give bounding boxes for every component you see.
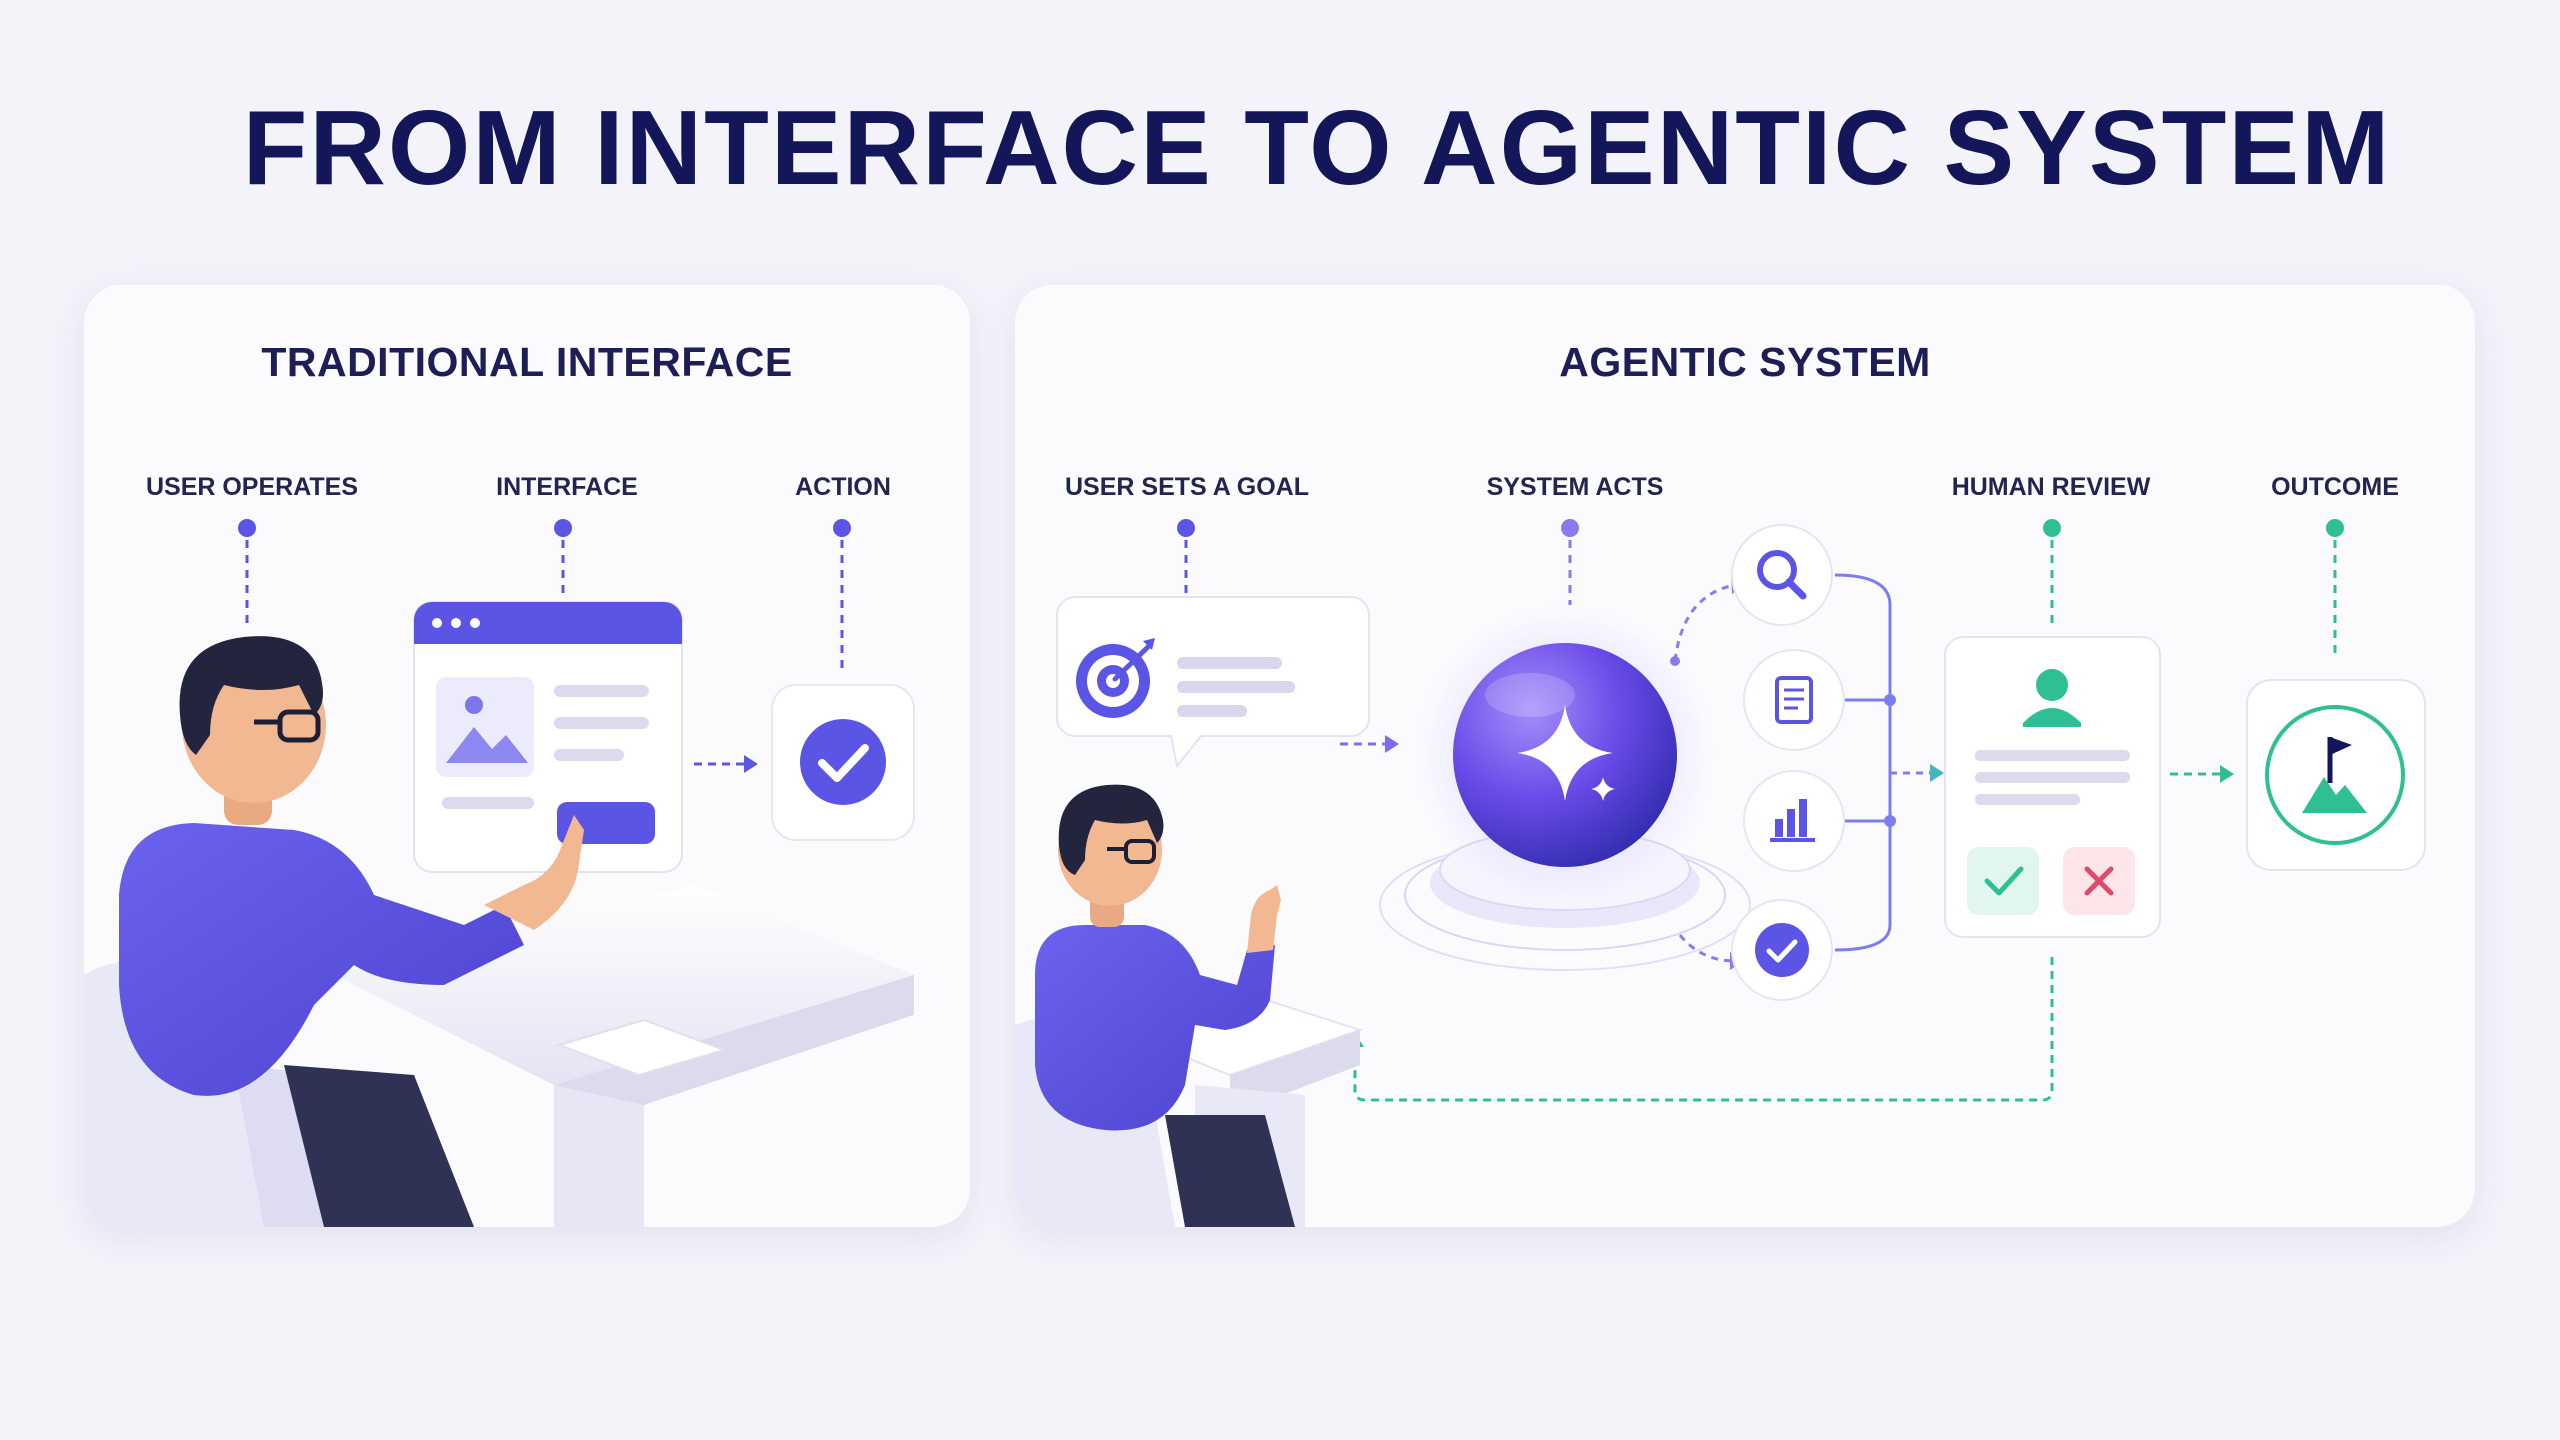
- bar-chart-icon: [1770, 799, 1815, 842]
- step-label-user-operates: USER OPERATES: [145, 473, 359, 501]
- document-icon: [1775, 676, 1813, 724]
- arrow-goal-to-system: [1340, 735, 1399, 753]
- sparkle-icon: [1517, 705, 1613, 801]
- agentic-system-panel: AGENTIC SYSTEM USER SETS A GOAL SYSTEM A…: [1015, 285, 2475, 1227]
- step-connector-user: [238, 519, 256, 625]
- target-goal-icon: [1076, 638, 1155, 718]
- agentic-panel-title: AGENTIC SYSTEM: [1559, 339, 1931, 385]
- check-icon: [800, 719, 886, 805]
- step-connector-system: [1561, 519, 1579, 605]
- traditional-diagram: [84, 519, 915, 1227]
- reject-x-icon: [2063, 847, 2135, 915]
- user-avatar-icon: [2023, 669, 2081, 727]
- tool-search: [1731, 524, 1833, 626]
- person-illustration: [1035, 784, 1295, 1227]
- search-icon: [1757, 550, 1807, 600]
- step-label-outcome: OUTCOME: [2271, 473, 2399, 501]
- image-placeholder-icon: [446, 696, 528, 763]
- tool-document: [1743, 649, 1845, 751]
- step-label-action: ACTION: [795, 473, 891, 501]
- desk-illustration: [334, 885, 914, 1227]
- step-label-interface: INTERFACE: [496, 473, 638, 501]
- tool-verify: [1731, 899, 1833, 1001]
- ai-system-orb: [1379, 605, 1751, 971]
- interface-window-card: [413, 601, 683, 873]
- traditional-interface-panel: TRADITIONAL INTERFACE USER OPERATES INTE…: [84, 285, 970, 1227]
- agentic-diagram: [1015, 519, 2426, 1227]
- mountain-flag-icon: [2302, 737, 2367, 813]
- goal-speech-bubble: [1056, 596, 1370, 769]
- step-connector-action: [833, 519, 851, 670]
- tool-chart: [1743, 770, 1845, 872]
- traditional-panel-title: TRADITIONAL INTERFACE: [261, 339, 793, 385]
- step-label-human-review: HUMAN REVIEW: [1951, 473, 2151, 501]
- arrow-review-to-outcome: [2170, 765, 2234, 783]
- approve-check-icon: [1967, 847, 2039, 915]
- person-illustration: [119, 636, 584, 1227]
- feedback-loop-arrow: [1346, 957, 2054, 1102]
- page-title: FROM INTERFACE TO AGENTIC SYSTEM: [242, 89, 2392, 207]
- outcome-card: [2246, 679, 2426, 871]
- step-label-user-sets-goal: USER SETS A GOAL: [1064, 473, 1310, 501]
- action-check-card: [771, 684, 915, 841]
- human-review-card: [1944, 636, 2161, 938]
- tools-bracket: [1834, 573, 1944, 952]
- step-connector-outcome: [2326, 519, 2344, 660]
- arrow-interface-to-action: [694, 755, 758, 773]
- check-icon: [1755, 923, 1809, 977]
- step-connector-review: [2043, 519, 2061, 625]
- step-connector-goal: [1177, 519, 1195, 600]
- step-label-system-acts: SYSTEM ACTS: [1486, 473, 1664, 501]
- step-connector-interface: [554, 519, 572, 597]
